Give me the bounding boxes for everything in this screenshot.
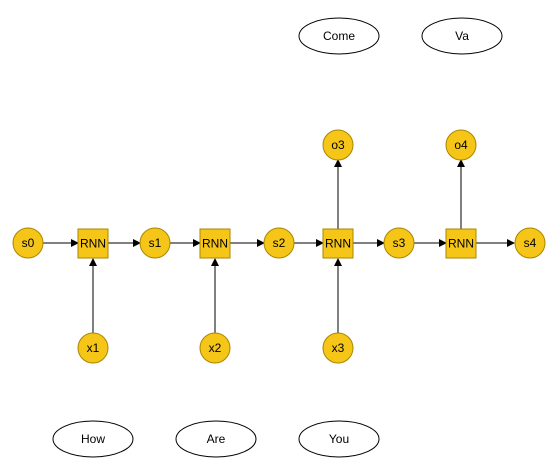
input-node-x2: x2 bbox=[199, 332, 231, 364]
rnn-cell-4-label: RNN bbox=[448, 237, 474, 251]
input-node-x2-label: x2 bbox=[209, 341, 222, 355]
state-node-s0: s0 bbox=[12, 227, 44, 259]
rnn-cell-1: RNN bbox=[77, 228, 109, 259]
rnn-cell-1-box bbox=[77, 228, 109, 259]
state-node-s4-label: s4 bbox=[524, 236, 537, 250]
state-node-s4: s4 bbox=[514, 227, 546, 259]
output-node-o3-label: o3 bbox=[331, 138, 345, 152]
rnn-cell-1-label: RNN bbox=[80, 237, 106, 251]
output-node-o4-label: o4 bbox=[454, 138, 468, 152]
input-node-x1: x1 bbox=[77, 332, 109, 364]
edges bbox=[43, 159, 515, 333]
output-word-va-label: Va bbox=[455, 29, 469, 43]
state-node-s3-circle bbox=[383, 227, 415, 259]
output-word-come-label: Come bbox=[323, 29, 355, 43]
state-node-s2-circle bbox=[263, 227, 295, 259]
output-node-o3: o3 bbox=[322, 129, 354, 161]
input-node-x3: x3 bbox=[322, 332, 354, 364]
rnn-cell-3-box bbox=[322, 228, 354, 259]
input-node-x3-circle bbox=[322, 332, 354, 364]
output-node-o3-circle bbox=[322, 129, 354, 161]
state-node-s1-label: s1 bbox=[149, 236, 162, 250]
input-node-x2-circle bbox=[199, 332, 231, 364]
input-word-you-ellipse bbox=[298, 420, 380, 458]
input-word-you: You bbox=[298, 420, 380, 458]
state-node-s2-label: s2 bbox=[273, 236, 286, 250]
output-node-o4-circle bbox=[445, 129, 477, 161]
rnn-cell-2: RNN bbox=[199, 228, 231, 259]
output-node-o4: o4 bbox=[445, 129, 477, 161]
output-word-come-ellipse bbox=[298, 17, 380, 55]
rnn-cell-3-label: RNN bbox=[325, 237, 351, 251]
input-node-x3-label: x3 bbox=[332, 341, 345, 355]
output-nodes: o3 o4 bbox=[322, 129, 477, 161]
input-words: How Are You bbox=[52, 420, 380, 458]
input-word-you-label: You bbox=[329, 432, 349, 446]
input-word-are-label: Are bbox=[207, 432, 226, 446]
input-word-how: How bbox=[52, 420, 134, 458]
state-node-s1-circle bbox=[139, 227, 171, 259]
rnn-cell-4: RNN bbox=[445, 228, 477, 259]
input-word-are: Are bbox=[175, 420, 257, 458]
rnn-cell-2-label: RNN bbox=[202, 237, 228, 251]
input-word-how-ellipse bbox=[52, 420, 134, 458]
state-nodes: s0 s1 s2 s3 s4 bbox=[12, 227, 546, 259]
input-word-are-ellipse bbox=[175, 420, 257, 458]
input-word-how-label: How bbox=[81, 432, 105, 446]
input-nodes: x1 x2 x3 bbox=[77, 332, 354, 364]
rnn-cells: RNN RNN RNN RNN bbox=[77, 228, 477, 259]
state-node-s0-circle bbox=[12, 227, 44, 259]
output-words: Come Va bbox=[298, 17, 503, 55]
output-word-va-ellipse bbox=[421, 17, 503, 55]
state-node-s3-label: s3 bbox=[393, 236, 406, 250]
state-node-s1: s1 bbox=[139, 227, 171, 259]
output-word-va: Va bbox=[421, 17, 503, 55]
rnn-cell-3: RNN bbox=[322, 228, 354, 259]
state-node-s0-label: s0 bbox=[22, 236, 35, 250]
input-node-x1-label: x1 bbox=[87, 341, 100, 355]
output-word-come: Come bbox=[298, 17, 380, 55]
rnn-cell-2-box bbox=[199, 228, 231, 259]
state-node-s4-circle bbox=[514, 227, 546, 259]
input-node-x1-circle bbox=[77, 332, 109, 364]
state-node-s2: s2 bbox=[263, 227, 295, 259]
state-node-s3: s3 bbox=[383, 227, 415, 259]
rnn-cell-4-box bbox=[445, 228, 477, 259]
